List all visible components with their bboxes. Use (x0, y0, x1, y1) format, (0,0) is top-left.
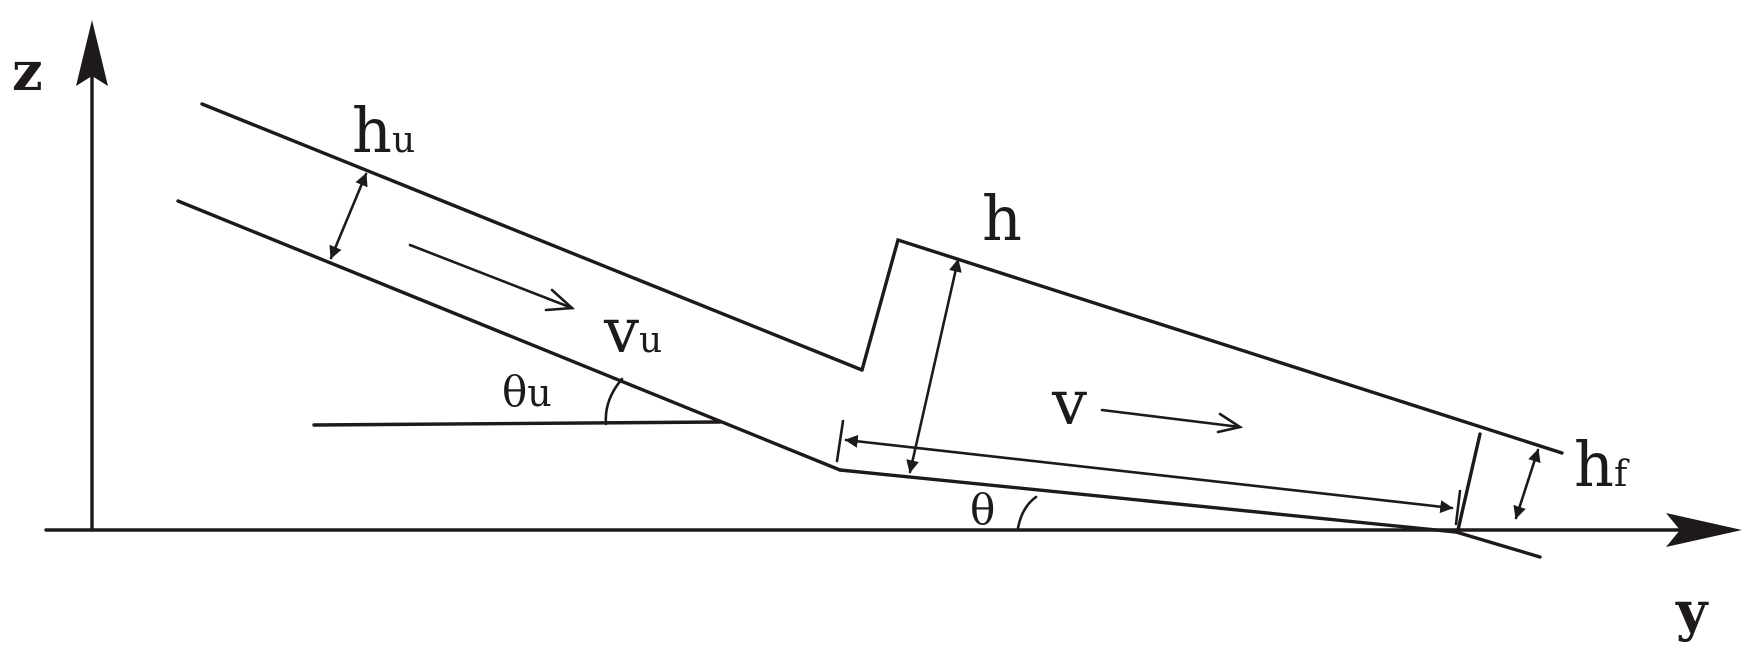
upstream-depth-arrow (329, 172, 368, 260)
bed-extension-line (1454, 530, 1542, 559)
upstream-angle-label: θu (502, 367, 552, 416)
velocity-arrow (1100, 408, 1242, 429)
front-depth-arrow (1513, 448, 1541, 520)
upstream-velocity-arrow (408, 243, 574, 310)
angle-arc (1016, 495, 1038, 530)
upstream-flow-surface (200, 102, 864, 372)
flow-length-arrow (844, 434, 1454, 514)
upstream-velocity-label: vu (603, 294, 662, 367)
upstream-velocity-arrowhead (544, 288, 576, 312)
velocity-arrowhead (1216, 412, 1244, 434)
z-axis-arrowhead (76, 20, 108, 86)
horizontal-reference-line (312, 420, 722, 427)
upstream-depth-label: hu (352, 94, 415, 167)
downstream-bed-line (838, 468, 1458, 534)
upstream-angle-arc (604, 377, 624, 426)
flow-length-tick-right (1454, 489, 1462, 526)
z-axis-label: z (12, 39, 43, 103)
velocity-label: v (1051, 366, 1087, 439)
y-axis-arrowhead (1666, 513, 1742, 547)
y-axis-label: y (1675, 579, 1709, 643)
upstream-bed-line (176, 199, 842, 472)
depth-label: h (982, 182, 1022, 255)
flow-front-surface (860, 237, 1564, 455)
flow-front-line (1456, 432, 1482, 532)
depth-arrow (906, 258, 962, 474)
angle-label: θ (970, 485, 995, 534)
front-depth-label: hf (1574, 428, 1630, 501)
flow-length-tick-left (835, 419, 845, 463)
